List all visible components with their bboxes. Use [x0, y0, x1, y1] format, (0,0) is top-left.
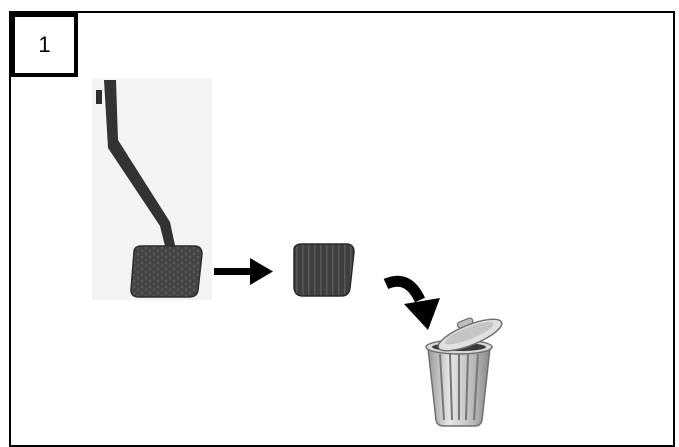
pedal-pad-icon	[294, 244, 354, 296]
brake-pedal-assembly-icon	[92, 78, 212, 300]
curved-arrow-icon	[386, 281, 440, 330]
arrow-right-icon	[214, 258, 273, 285]
trash-can-icon	[426, 307, 505, 426]
